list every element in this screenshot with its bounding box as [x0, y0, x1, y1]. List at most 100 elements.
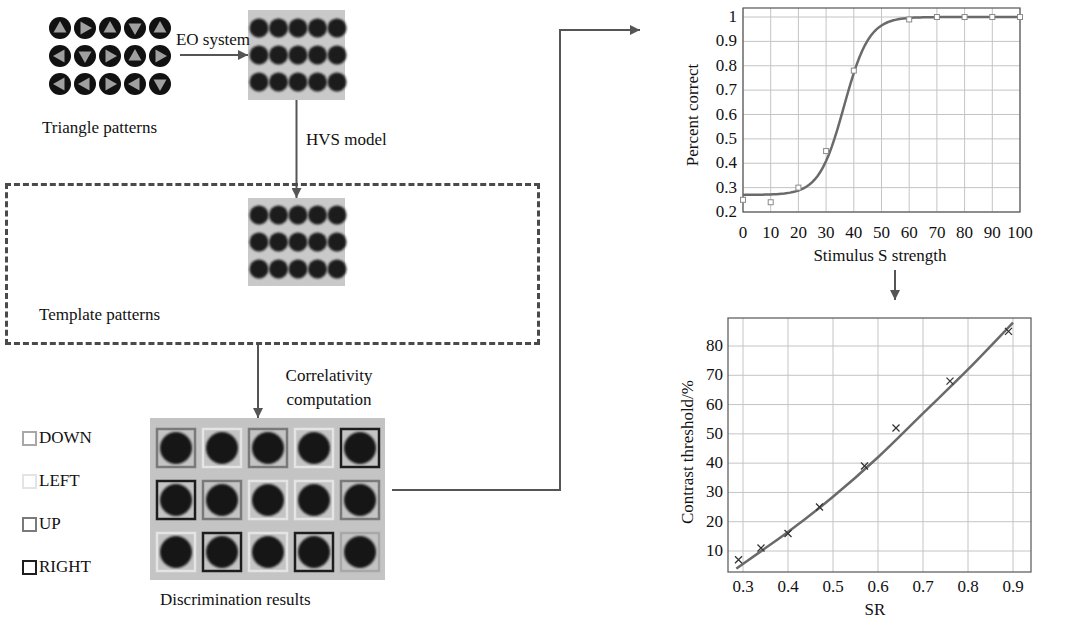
discriminated-target — [160, 484, 192, 516]
plot-mark — [893, 425, 900, 432]
triangle-grid — [49, 17, 171, 95]
axis-title: Contrast threshold/% — [678, 380, 698, 524]
triangle-target — [49, 73, 71, 95]
result-box — [249, 429, 287, 467]
plot-mark — [743, 41, 1020, 42]
blurred-target — [328, 73, 347, 92]
plot-mark — [1018, 15, 1023, 20]
plot-mark — [768, 200, 773, 205]
legend-row: RIGHT — [22, 557, 92, 577]
tick-label: 0.5 — [716, 129, 737, 149]
tick-label: 0.2 — [716, 202, 737, 222]
axis-title: Percent correct — [683, 64, 703, 166]
discrimination-image — [150, 418, 385, 580]
triangle-target — [99, 17, 121, 39]
triangle-target — [149, 17, 171, 39]
blurred-target — [250, 206, 269, 225]
legend-row: DOWN — [22, 428, 92, 448]
result-box — [157, 533, 195, 571]
blurred-target — [308, 19, 327, 38]
blurred-target — [250, 233, 269, 252]
discrimination-grid — [157, 429, 379, 571]
edge-label: HVS model — [306, 130, 387, 150]
legend-label: LEFT — [39, 471, 80, 491]
plot-mark — [743, 114, 1020, 115]
discriminated-target — [344, 432, 376, 464]
psychometric-plot — [741, 8, 1023, 212]
plot-mark — [770, 8, 771, 212]
discriminated-target — [344, 484, 376, 516]
axis-title: Stimulus S strength — [813, 246, 946, 266]
result-box — [295, 481, 333, 519]
blurred-target — [289, 19, 308, 38]
triangle-target — [74, 17, 96, 39]
plot-mark — [736, 323, 1013, 569]
plot-mark — [947, 378, 954, 385]
result-box — [341, 429, 379, 467]
discriminated-target — [298, 484, 330, 516]
plot-mark — [728, 346, 1031, 347]
plot-mark — [741, 197, 746, 202]
tick-label: 20 — [706, 512, 723, 532]
tick-label: 0.7 — [716, 80, 737, 100]
legend-row: LEFT — [22, 471, 92, 491]
tick-label: 30 — [818, 223, 835, 243]
plot-mark — [826, 8, 827, 212]
plot-mark — [743, 187, 1020, 188]
discriminated-target — [344, 536, 376, 568]
blurred-target — [328, 260, 347, 279]
tick-label: 40 — [706, 453, 723, 473]
plot-mark — [728, 521, 1031, 522]
tick-label: 60 — [901, 223, 918, 243]
legend-swatch — [22, 474, 37, 489]
blurred-target — [250, 73, 269, 92]
discriminated-target — [252, 432, 284, 464]
discriminated-target — [160, 432, 192, 464]
blurred-target — [328, 46, 347, 65]
result-box — [295, 533, 333, 571]
triangle-target — [99, 45, 121, 67]
tick-label: 70 — [928, 223, 945, 243]
plot-mark — [909, 8, 910, 212]
blurred-target — [250, 19, 269, 38]
triangle-target — [74, 73, 96, 95]
triangle-target — [49, 17, 71, 39]
legend-label: RIGHT — [39, 557, 91, 577]
blurred-target — [328, 233, 347, 252]
image-panel: Discrimination results — [150, 418, 392, 612]
plot-mark — [907, 17, 912, 22]
plot-mark — [878, 318, 879, 572]
tick-label: 0.4 — [716, 153, 737, 173]
triangle-target — [124, 73, 146, 95]
plot-mark — [964, 8, 965, 212]
tick-label: 60 — [706, 395, 723, 415]
blurred-target — [308, 46, 327, 65]
plot-mark — [968, 318, 969, 572]
plot-mark — [728, 404, 1031, 405]
legend-swatch — [22, 560, 37, 575]
tick-label: 50 — [873, 223, 890, 243]
flow-arrow — [296, 100, 298, 198]
triangle-target — [124, 17, 146, 39]
plot-mark — [824, 149, 829, 154]
tick-label: 70 — [706, 365, 723, 385]
legend-swatch — [22, 431, 37, 446]
plot-mark — [728, 492, 1031, 493]
blurred-target — [289, 46, 308, 65]
triangle-target — [149, 45, 171, 67]
image-panel — [248, 198, 345, 286]
tick-label: 80 — [956, 223, 973, 243]
template-grid — [250, 206, 347, 279]
triangle-target — [74, 45, 96, 67]
plot-mark — [743, 65, 1020, 66]
blurred-target — [308, 260, 327, 279]
result-box — [203, 429, 241, 467]
flow-arrow — [180, 54, 248, 56]
tick-label: 0.6 — [867, 577, 888, 597]
blur-grid — [250, 19, 347, 92]
image-panel — [248, 10, 345, 100]
plot-mark — [923, 318, 924, 572]
result-box — [249, 481, 287, 519]
